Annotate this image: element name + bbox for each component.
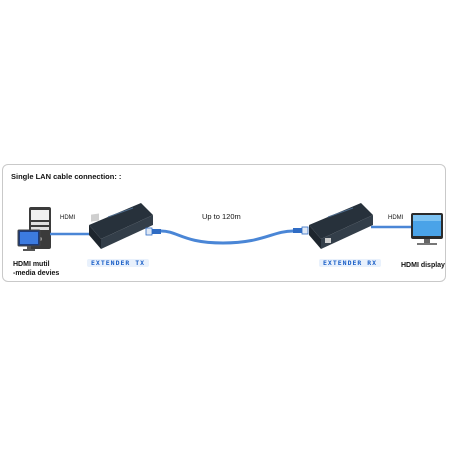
transmitter-device-icon xyxy=(89,203,153,249)
rj45-plug-icon xyxy=(145,226,309,236)
extender-rx-badge: EXTENDER RX xyxy=(319,259,382,267)
hdmi-label-left: HDMI xyxy=(60,215,76,221)
diagram-panel: Single LAN cable connection: : xyxy=(2,164,446,282)
source-monitor-icon xyxy=(17,229,41,251)
lan-cable xyxy=(151,228,303,245)
source-label-line1: HDMI mutil xyxy=(13,261,50,268)
source-device-label: HDMI mutil -media devies xyxy=(13,260,59,278)
cable-distance-label: Up to 120m xyxy=(202,212,241,221)
extender-tx-badge: EXTENDER TX xyxy=(87,259,150,267)
source-label-line2: -media devies xyxy=(13,270,60,277)
diagram-artwork xyxy=(17,203,443,251)
monitor-icon xyxy=(411,213,443,245)
receiver-device-icon xyxy=(309,203,373,249)
hdmi-label-right: HDMI xyxy=(388,215,404,221)
diagram-heading: Single LAN cable connection: : xyxy=(11,172,122,181)
display-label: HDMI display xyxy=(401,262,445,269)
